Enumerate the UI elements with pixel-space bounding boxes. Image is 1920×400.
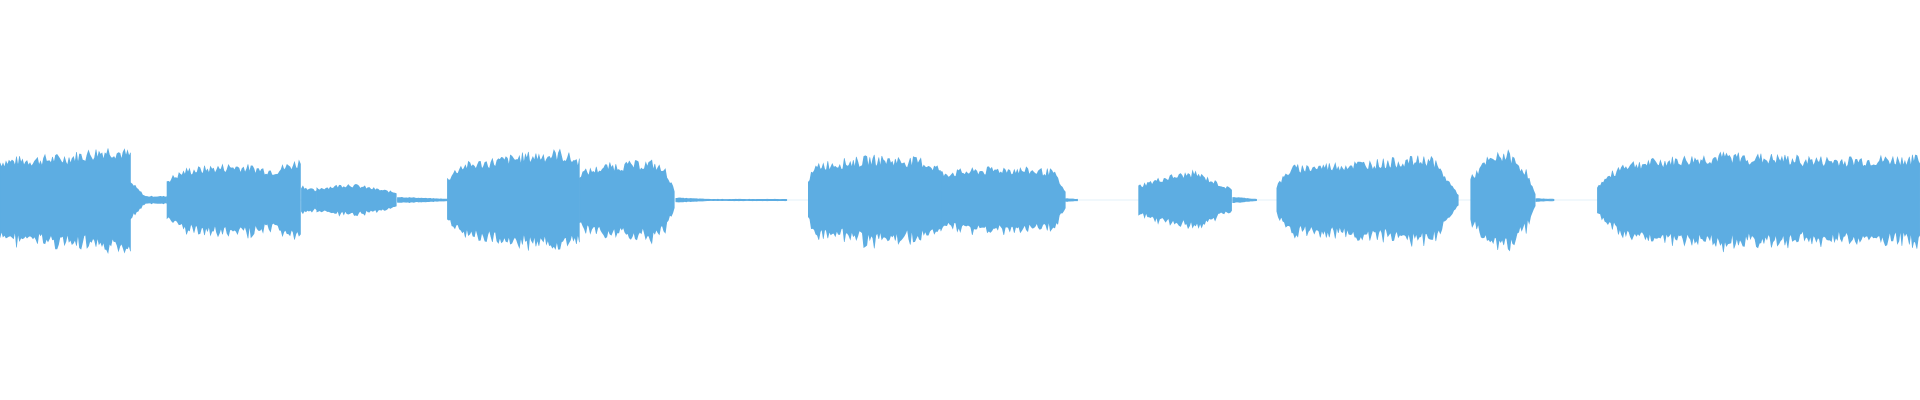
waveform-segment [1597,151,1920,253]
waveform-segment [808,154,941,249]
waveform-segment [1276,155,1459,247]
waveform-segment [940,166,1066,235]
waveform-segment [447,148,580,251]
waveform-segment [1232,197,1257,204]
waveform-segment [130,182,167,220]
waveform-segment [0,148,131,255]
waveform-segment [166,159,301,240]
waveform-segment [1535,198,1555,202]
waveform-segment [1065,198,1078,202]
waveform-segment [579,159,675,245]
waveform-segment [1138,169,1232,230]
waveform-segment [301,185,317,215]
waveform-segment [397,196,451,204]
waveform-segment [1470,149,1536,252]
waveform-segment [316,183,397,217]
waveform-segments [0,148,1920,255]
waveform-segment [675,197,788,203]
